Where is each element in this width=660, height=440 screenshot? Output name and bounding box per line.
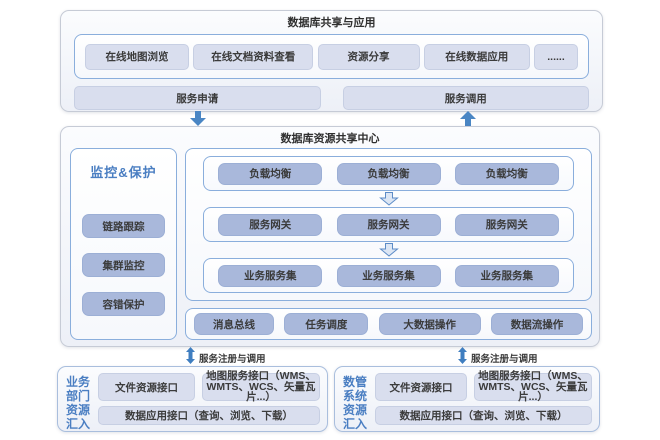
app-layer-title: 数据库共享与应用 — [287, 17, 376, 29]
app-list-box: 在线地图浏览 在线文档资料查看 资源分享 在线数据应用 ...... — [74, 34, 589, 79]
node-service-gateway: 服务网关 — [336, 213, 441, 236]
register-label: 服务注册与调用 — [199, 354, 266, 365]
load-balance-row: 负载均衡 负载均衡 负载均衡 — [203, 156, 574, 191]
monitor-protect-title: 监控&保护 — [90, 165, 157, 180]
node-file-resource-api: 文件资源接口 — [98, 373, 195, 401]
node-datastream-ops: 数据流操作 — [490, 313, 583, 335]
arrow-down-icon — [189, 111, 207, 131]
node-service-request: 服务申请 — [74, 86, 321, 110]
business-dept-panel: 业务部门资源汇入 文件资源接口 地图服务接口（WMS、WMTS、WCS、矢量瓦片… — [57, 366, 328, 432]
node-fault-tolerance: 容错保护 — [82, 292, 165, 316]
node-load-balance: 负载均衡 — [336, 162, 441, 185]
flow-step-arrow-icon — [203, 243, 574, 257]
service-gateway-row: 服务网关 服务网关 服务网关 — [203, 207, 574, 242]
monitor-protect-box: 监控&保护 链路跟踪 集群监控 容错保护 — [70, 148, 177, 340]
node-data-app-api: 数据应用接口（查询、浏览、下载） — [98, 406, 320, 425]
node-data-app-api: 数据应用接口（查询、浏览、下载） — [375, 406, 592, 425]
sharing-center-title: 数据库资源共享中心 — [280, 133, 380, 145]
node-online-doc-view: 在线文档资料查看 — [193, 43, 314, 70]
register-label: 服务注册与调用 — [471, 354, 538, 365]
node-link-tracing: 链路跟踪 — [82, 214, 165, 238]
node-service-gateway: 服务网关 — [454, 213, 559, 236]
register-connector-right: 服务注册与调用 — [458, 347, 538, 369]
node-business-service-set: 业务服务集 — [218, 264, 323, 287]
data-mgmt-label: 数管系统资源汇入 — [342, 375, 367, 431]
node-business-service-set: 业务服务集 — [454, 264, 559, 287]
arrow-up-icon — [459, 111, 477, 131]
node-map-service-api: 地图服务接口（WMS、WMTS、WCS、矢量瓦片...） — [202, 371, 320, 403]
business-dept-label: 业务部门资源汇入 — [65, 375, 90, 431]
node-cluster-monitor: 集群监控 — [82, 253, 165, 277]
node-service-invoke: 服务调用 — [342, 86, 589, 110]
double-arrow-icon — [186, 347, 195, 369]
node-service-gateway: 服务网关 — [218, 213, 323, 236]
service-row: 服务申请 服务调用 — [74, 86, 589, 110]
node-load-balance: 负载均衡 — [454, 162, 559, 185]
node-online-map-browse: 在线地图浏览 — [85, 43, 189, 70]
node-resource-share: 资源分享 — [317, 43, 420, 70]
node-ellipsis: ...... — [534, 43, 578, 70]
register-connector-left: 服务注册与调用 — [186, 347, 266, 369]
flow-step-arrow-icon — [203, 192, 574, 206]
double-arrow-icon — [458, 347, 467, 369]
infrastructure-box: 消息总线 任务调度 大数据操作 数据流操作 — [185, 308, 592, 340]
node-business-service-set: 业务服务集 — [336, 264, 441, 287]
node-map-service-api: 地图服务接口（WMS、WMTS、WCS、矢量瓦片...） — [474, 371, 592, 403]
node-load-balance: 负载均衡 — [218, 162, 323, 185]
app-layer-panel: 数据库共享与应用 在线地图浏览 在线文档资料查看 资源分享 在线数据应用 ...… — [60, 10, 603, 112]
service-flow-box: 负载均衡 负载均衡 负载均衡 服务网关 服务网关 服务网关 — [185, 148, 592, 301]
sharing-center-panel: 数据库资源共享中心 监控&保护 链路跟踪 集群监控 容错保护 负载均衡 负载均衡… — [60, 126, 600, 347]
node-online-data-app: 在线数据应用 — [423, 43, 530, 70]
business-service-row: 业务服务集 业务服务集 业务服务集 — [203, 258, 574, 293]
node-message-bus: 消息总线 — [194, 313, 274, 335]
data-mgmt-panel: 数管系统资源汇入 文件资源接口 地图服务接口（WMS、WMTS、WCS、矢量瓦片… — [334, 366, 600, 432]
node-task-scheduling: 任务调度 — [284, 313, 369, 335]
node-bigdata-ops: 大数据操作 — [378, 313, 481, 335]
node-file-resource-api: 文件资源接口 — [375, 373, 467, 401]
